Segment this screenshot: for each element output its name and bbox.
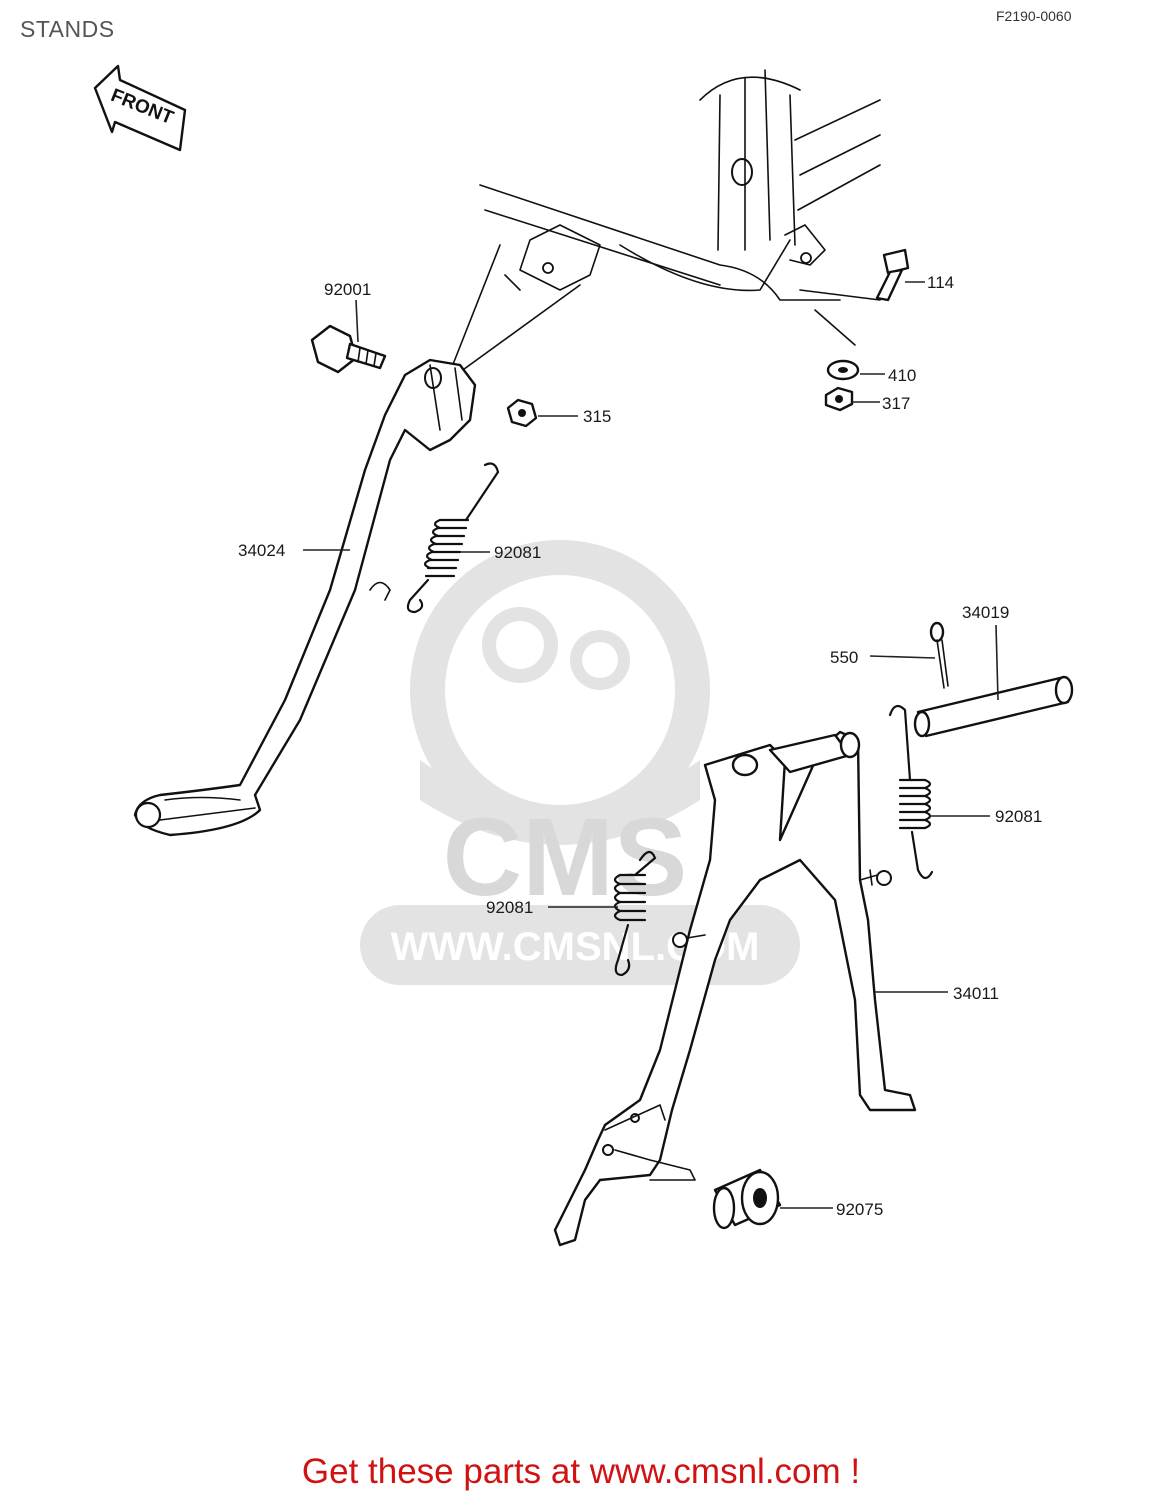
callout-550: 550: [830, 648, 858, 667]
center-stand-34011: [553, 730, 917, 1247]
page-title: STANDS: [20, 16, 115, 42]
frame: [449, 69, 881, 373]
pivot-shaft-34019: [913, 675, 1074, 738]
washer-410: [826, 359, 860, 381]
callout-315: 315: [583, 407, 611, 426]
callout-labels: 92001 114 410 317 315 34024 92081 34019 …: [238, 273, 1042, 1219]
stop-rubber-92075: [712, 1168, 782, 1230]
watermark-logo-text: CMS: [443, 796, 687, 919]
callout-114: 114: [927, 273, 954, 292]
callout-92081-right: 92081: [995, 807, 1042, 826]
callout-92001: 92001: [324, 280, 371, 299]
callout-92081-left: 92081: [486, 898, 533, 917]
diagram-code: F2190-0060: [996, 8, 1072, 24]
cotter-pin-550: [929, 621, 949, 689]
callout-92075: 92075: [836, 1200, 883, 1219]
bolt-92001: [310, 324, 387, 374]
callout-317: 317: [882, 394, 910, 413]
nut-315: [506, 398, 538, 428]
spring-92081-left: [613, 850, 657, 977]
callout-410: 410: [888, 366, 916, 385]
callout-34024: 34024: [238, 541, 285, 560]
callout-leaders: [303, 281, 999, 1209]
bolt-114: [875, 248, 910, 302]
callout-34019: 34019: [962, 603, 1009, 622]
spring-92081-right: [888, 704, 934, 880]
callout-92081-side: 92081: [494, 543, 541, 562]
side-stand-34024: [133, 358, 477, 837]
spring-92081-side: [406, 462, 500, 614]
callout-34011: 34011: [953, 984, 999, 1003]
front-arrow: FRONT: [93, 64, 187, 152]
footer-link[interactable]: Get these parts at www.cmsnl.com !: [301, 1452, 861, 1491]
nut-317: [824, 386, 854, 412]
